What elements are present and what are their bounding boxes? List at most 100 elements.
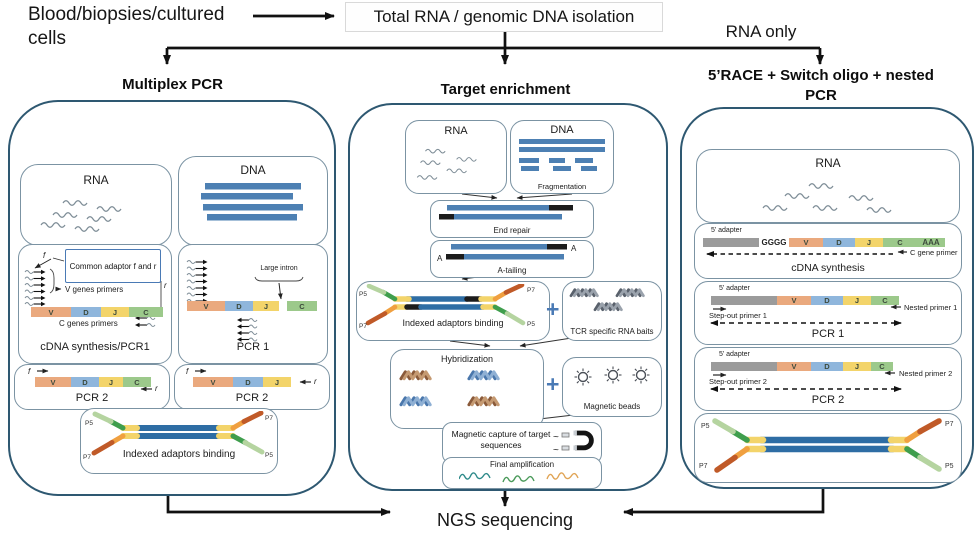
- gene-seg-d: D: [71, 307, 101, 317]
- left-pcr1-box: Large intron V D J C PCR 1: [178, 244, 328, 364]
- gene-seg-j: J: [101, 307, 129, 317]
- gene-seg-c: C: [123, 377, 151, 387]
- p7-label: P7: [945, 421, 954, 428]
- left-dna-box: DNA: [178, 156, 328, 246]
- f-primer-label: f: [43, 251, 46, 260]
- p5-label: P5: [527, 321, 535, 328]
- y-adapter-icon: P5 P7 P7 P5: [83, 411, 273, 461]
- pcr2-caption: PCR 2: [235, 392, 269, 404]
- rna-squiggles-icon: [416, 148, 477, 180]
- ngs-sequencing-label: NGS sequencing: [436, 510, 574, 530]
- pcr2b-arrows: [195, 368, 311, 385]
- pcr2a-arrows: [37, 368, 152, 392]
- magnetic-capture-caption: Magnetic capture of target sequences: [451, 429, 551, 451]
- left-rna-box: RNA: [20, 164, 172, 246]
- pcr2-caption: PCR 2: [811, 394, 845, 406]
- dna-label: DNA: [240, 163, 266, 177]
- p7-label: P7: [265, 415, 273, 422]
- pcr1-caption: PCR 1: [236, 341, 270, 353]
- c-genes-primers-label: C genes primers: [59, 319, 118, 328]
- y-adapter-indexed-icon: P5 P7 P7 P5: [359, 284, 535, 330]
- r-primer-label: r: [155, 384, 158, 393]
- p5-label: P5: [701, 423, 710, 430]
- rna-only-label: RNA only: [725, 22, 797, 41]
- p5-label: P5: [85, 420, 93, 427]
- aaa-seg: AAA: [917, 238, 945, 247]
- adapter-seg: [703, 238, 759, 247]
- a-tailing-box: A A A-tailing: [430, 240, 594, 278]
- nested-primer-1-label: Nested primer 1: [904, 303, 958, 312]
- rna-label: RNA: [444, 125, 468, 137]
- pcr2-primer-arrows: [710, 370, 902, 392]
- source-label: Blood/biopsies/cultured cells: [28, 4, 225, 49]
- indexed-adaptors-caption: Indexed adaptors binding: [402, 318, 504, 328]
- vdj-c-bar: V D J C: [187, 301, 317, 311]
- magnet-icon: ~ ~: [553, 429, 599, 456]
- gene-seg-j: J: [263, 377, 291, 387]
- hybrid-helices-icon: [399, 370, 500, 407]
- five-adapter-label: 5’ adapter: [711, 227, 742, 234]
- fragmentation-caption: Fragmentation: [537, 182, 587, 191]
- p5-label: P5: [945, 463, 954, 470]
- gene-seg-c: C: [129, 307, 163, 317]
- right-pcr2-box: 5’ adapter V D J C Step-out primer 2 Nes…: [694, 347, 962, 411]
- cdna-caption: cDNA synthesis: [791, 262, 865, 274]
- pcr2-caption: PCR 2: [75, 392, 109, 404]
- v-genes-primers-label: V genes primers: [65, 285, 124, 294]
- gene-seg-c: C: [871, 362, 893, 371]
- y-adapter-icon: P5 P7 P7 P5: [699, 418, 954, 473]
- adapter-vdjc-bar: V D J C: [711, 296, 899, 305]
- isolation-box: Total RNA / genomic DNA isolation: [345, 2, 663, 32]
- adapter-seg: [711, 296, 777, 305]
- dna-bars-icon: [201, 183, 303, 221]
- tcr-baits-box: TCR specific RNA baits: [562, 281, 662, 341]
- vdjc-bar: V D J C: [35, 377, 151, 387]
- p7-label: P7: [83, 454, 91, 461]
- vdjc-bar: V D J C: [31, 307, 163, 317]
- gene-seg-v: V: [193, 377, 233, 387]
- r-primer-label: r: [164, 281, 167, 290]
- five-adapter-label: 5’ adapter: [719, 285, 750, 292]
- gene-seg-c: C: [883, 238, 917, 247]
- header-target-enrichment: Target enrichment: [440, 81, 571, 98]
- gene-seg-d: D: [233, 377, 263, 387]
- gene-seg-c: C: [287, 301, 317, 311]
- left-indexed-adaptors-box: P5 P7 P7 P5 Indexed adaptors binding: [80, 408, 278, 474]
- gene-seg-j: J: [855, 238, 883, 247]
- mid-indexed-adaptors-box: P5 P7 P7 P5 Indexed adaptors binding: [356, 281, 550, 341]
- plus-icon: +: [546, 371, 560, 397]
- f-primer-label: f: [186, 367, 189, 376]
- r-primer-label: r: [314, 377, 317, 386]
- adapter-vdjc-bar: GGGG V D J C AAA: [703, 238, 945, 247]
- magnetic-beads-icon: [573, 365, 651, 387]
- left-pcr2b-box: f V D J r PCR 2: [174, 364, 330, 410]
- hybridization-caption: Hybridization: [440, 354, 494, 364]
- gene-seg-j: J: [99, 377, 123, 387]
- plus-icon: +: [546, 296, 560, 322]
- a-label: A: [571, 244, 577, 253]
- gene-seg-d: D: [225, 301, 253, 311]
- common-adaptor-box: Common adaptor f and r: [65, 249, 161, 283]
- gene-seg-d: D: [823, 238, 855, 247]
- tcr-baits-caption: TCR specific RNA baits: [570, 327, 654, 336]
- rna-baits-icon: [569, 288, 645, 312]
- five-adapter-label: 5’ adapter: [719, 351, 750, 358]
- final-amplification-box: Final amplification: [442, 457, 602, 489]
- adapter-vdjc-bar: V D J C: [711, 362, 893, 371]
- gene-seg-j: J: [843, 296, 871, 305]
- mid-rna-box: RNA: [405, 120, 507, 194]
- svg-text:~: ~: [553, 445, 559, 456]
- mid-dna-box: DNA Fragmentation: [510, 120, 614, 194]
- rna-label: RNA: [83, 173, 109, 187]
- p7-label: P7: [699, 463, 708, 470]
- step-out-primer-1-label: Step-out primer 1: [709, 311, 767, 320]
- a-tailing-bars-icon: A A: [437, 244, 577, 263]
- a-tailing-caption: A-tailing: [497, 266, 527, 275]
- f-primer-label: f: [28, 367, 31, 376]
- panel-multiplex-pcr: RNA DNA: [8, 100, 336, 496]
- cdna-primer-arrows: [706, 249, 907, 257]
- gene-seg-v: V: [777, 362, 811, 371]
- right-rna-box: RNA: [696, 149, 960, 223]
- p7-label: P7: [359, 323, 367, 330]
